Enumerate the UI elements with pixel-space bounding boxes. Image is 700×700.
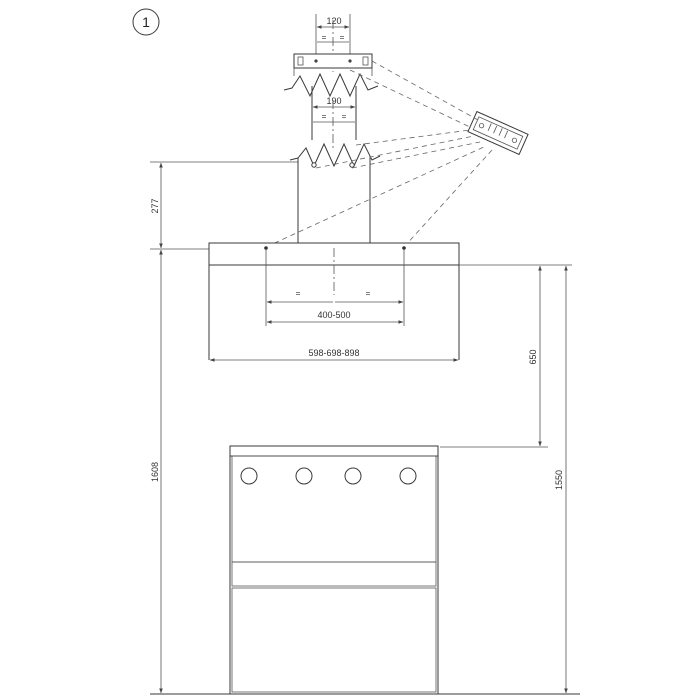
cooker-knob-2 bbox=[295, 467, 313, 485]
hood-body: = = 400-500 598-698-898 bbox=[208, 242, 460, 362]
cooker-oven-door bbox=[231, 587, 437, 693]
cooker-body bbox=[229, 445, 439, 695]
dim-duct-width: 190 bbox=[326, 96, 341, 106]
cooker bbox=[229, 445, 439, 695]
dim-hob-clearance: 650 bbox=[528, 349, 538, 364]
cooker-knob-1 bbox=[240, 467, 258, 485]
wall-bracket-detail: 120 = = bbox=[283, 14, 379, 98]
duct-upper: 190 = = bbox=[289, 86, 381, 168]
dim-floor-to-hood-top: 1608 bbox=[150, 462, 160, 482]
dim-floor-to-hood-bottom: 1550 bbox=[554, 470, 564, 490]
dim-bracket-width: 120 bbox=[326, 16, 341, 26]
figure-number: 1 bbox=[142, 14, 150, 30]
eq-bracket-right: = bbox=[340, 33, 345, 42]
eq-bracket-left: = bbox=[322, 33, 327, 42]
left-dimension: 1608 bbox=[150, 249, 163, 694]
break-line-duct bbox=[289, 142, 381, 168]
eq-screw-left: = bbox=[296, 289, 301, 298]
dim-duct-height-group: 277 bbox=[150, 161, 298, 250]
dim-duct-height: 277 bbox=[150, 198, 160, 213]
projection-lines bbox=[265, 60, 493, 248]
dim-hood-width: 598-698-898 bbox=[308, 348, 359, 358]
cooker-knob-3 bbox=[344, 467, 362, 485]
drill-template bbox=[467, 110, 529, 156]
wall-bracket bbox=[293, 53, 373, 69]
eq-duct-left: = bbox=[322, 112, 327, 121]
dim-screw-spacing: 400-500 bbox=[317, 310, 350, 320]
eq-screw-right: = bbox=[366, 289, 371, 298]
cooker-drawer-strip bbox=[231, 561, 437, 587]
chimney-duct bbox=[297, 158, 371, 243]
break-line-top bbox=[283, 72, 379, 98]
cooker-knob-4 bbox=[399, 467, 417, 485]
eq-duct-right: = bbox=[342, 112, 347, 121]
right-dimensions: 650 1550 bbox=[440, 264, 572, 694]
figure-number-badge: 1 bbox=[132, 8, 160, 36]
